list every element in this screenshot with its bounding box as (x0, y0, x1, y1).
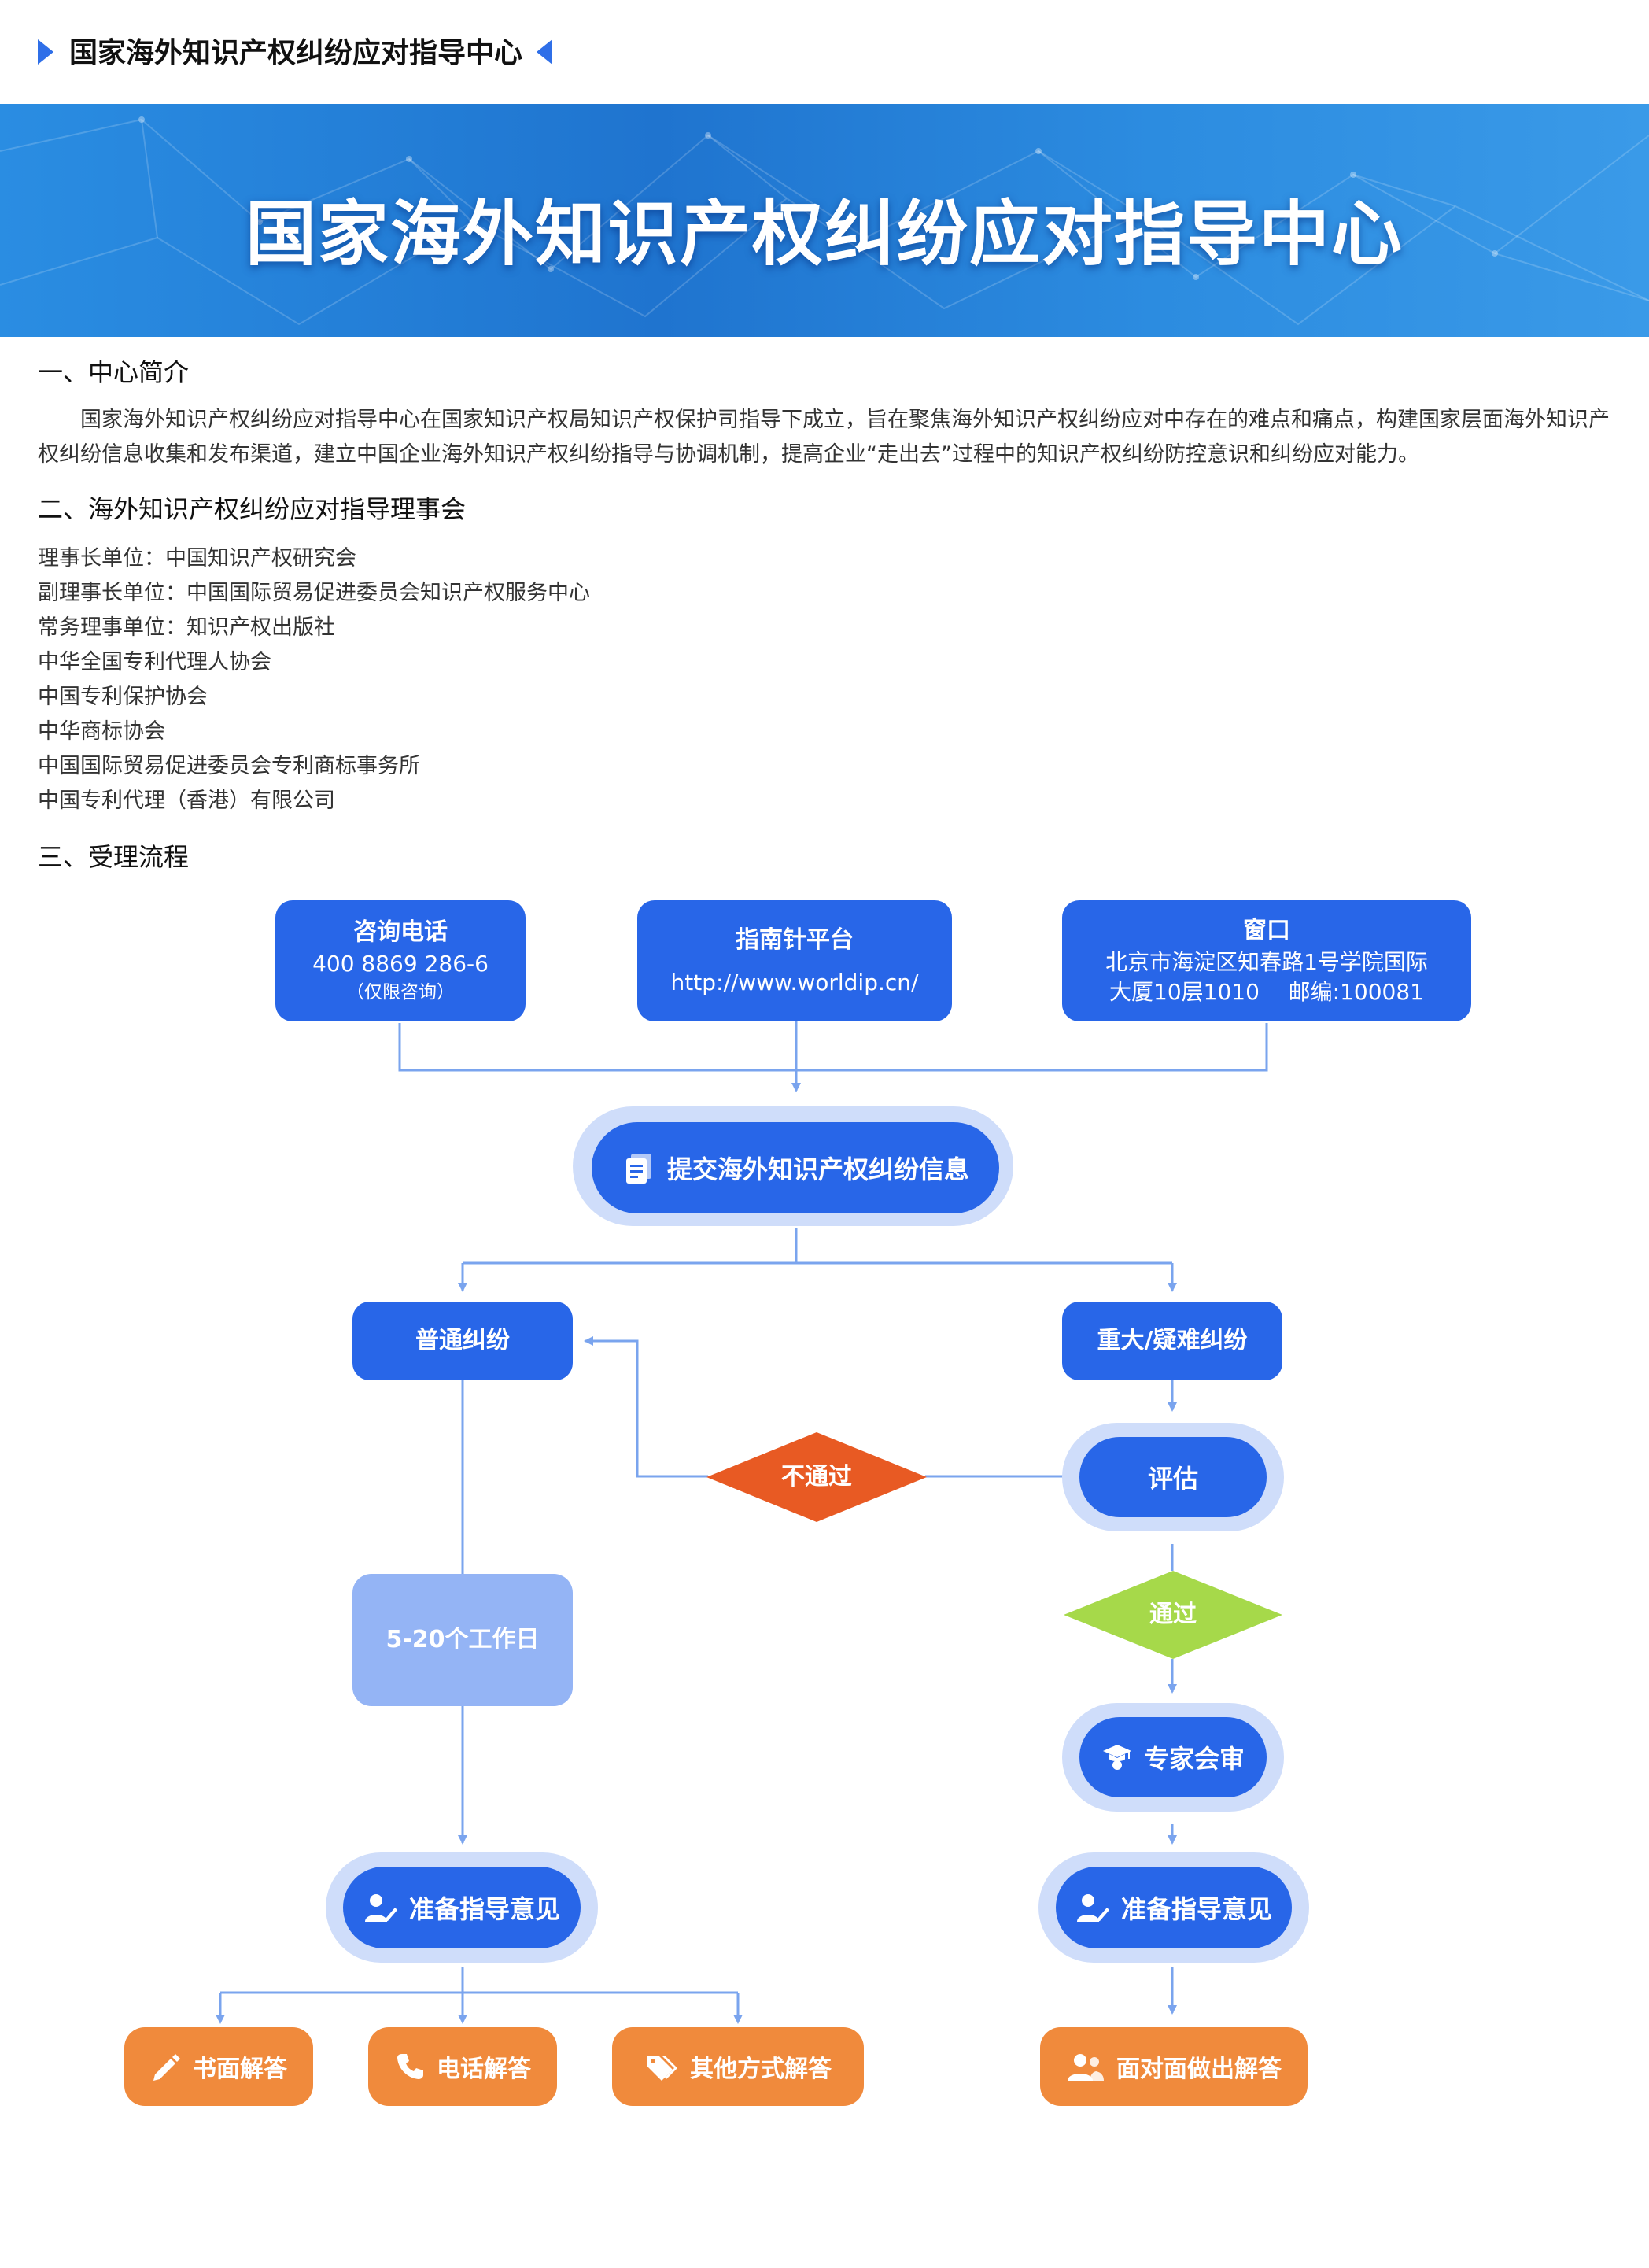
other-answer-label: 其他方式解答 (690, 2056, 832, 2083)
users-icon (1068, 2054, 1104, 2081)
banner-network-pattern (0, 116, 1649, 326)
list-item: 中华全国专利代理人协会 (38, 650, 271, 674)
phone-consult-box: 咨询电话 400 8869 286-6 （仅限咨询） (275, 900, 526, 1021)
reject-label: 不通过 (781, 1463, 852, 1490)
submit-dispute-info-button[interactable]: 提交海外知识产权纠纷信息 (592, 1122, 999, 1213)
expert-review-label: 专家会审 (1143, 1744, 1245, 1774)
top-title-bar: 国家海外知识产权纠纷应对指导中心 (0, 0, 1649, 102)
user-edit-icon (364, 1894, 397, 1922)
top-title: 国家海外知识产权纠纷应对指导中心 (69, 37, 523, 69)
workdays-label: 5-20个工作日 (386, 1626, 540, 1653)
user-edit-icon (1076, 1894, 1109, 1922)
pass-label: 通过 (1149, 1601, 1197, 1628)
major-dispute-label: 重大/疑难纠纷 (1097, 1327, 1248, 1354)
workdays-box: 5-20个工作日 (352, 1574, 573, 1706)
phone-note: （仅限咨询） (346, 982, 455, 1003)
prepare-opinion-left-node: 准备指导意见 (343, 1867, 581, 1948)
pass-label-box: 通过 (1064, 1571, 1282, 1659)
other-answer-box: 其他方式解答 (612, 2027, 864, 2106)
face-answer-label: 面对面做出解答 (1116, 2056, 1282, 2083)
phone-number[interactable]: 400 8869 286-6 (312, 951, 489, 977)
list-item: 理事长单位：中国知识产权研究会 (38, 546, 356, 571)
written-answer-label: 书面解答 (193, 2056, 287, 2083)
phone-answer-label: 电话解答 (437, 2056, 531, 2083)
section-intro-text: 国家海外知识产权纠纷应对指导中心在国家知识产权局知识产权保护司指导下成立，旨在聚… (38, 403, 1619, 472)
banner: 国家海外知识产权纠纷应对指导中心 (0, 104, 1649, 337)
section-council-heading: 二、海外知识产权纠纷应对指导理事会 (38, 494, 467, 524)
platform-url-link[interactable]: http://www.worldip.cn/ (670, 970, 919, 995)
pencil-icon (153, 2054, 180, 2081)
flow-connectors (216, 1020, 1268, 2024)
list-item: 常务理事单位：知识产权出版社 (38, 615, 335, 640)
platform-title: 指南针平台 (736, 926, 854, 954)
prepare-right-label: 准备指导意见 (1120, 1894, 1272, 1924)
council-list: 理事长单位：中国知识产权研究会 副理事长单位：中国国际贸易促进委员会知识产权服务… (38, 541, 590, 818)
triangle-left-icon (537, 39, 552, 65)
intro-paragraph: 国家海外知识产权纠纷应对指导中心在国家知识产权局知识产权保护司指导下成立，旨在聚… (38, 408, 1610, 467)
phone-icon (397, 2054, 423, 2079)
section-process-heading: 三、受理流程 (38, 842, 190, 872)
face-answer-box: 面对面做出解答 (1040, 2027, 1308, 2106)
window-address: 北京市海淀区知春路1号学院国际 (1105, 949, 1428, 975)
window-address-line2: 大厦10层1010 (1109, 979, 1260, 1005)
process-flowchart: 咨询电话 400 8869 286-6 （仅限咨询） 指南针平台 http://… (0, 881, 1649, 2141)
tags-icon (647, 2056, 677, 2081)
phone-answer-box: 电话解答 (368, 2027, 557, 2106)
document-icon (625, 1154, 651, 1184)
triangle-right-icon (38, 39, 53, 65)
prepare-left-label: 准备指导意见 (408, 1894, 560, 1924)
banner-title: 国家海外知识产权纠纷应对指导中心 (245, 193, 1404, 275)
pass-diamond (1064, 1571, 1282, 1659)
evaluate-node: 评估 (1079, 1437, 1267, 1517)
normal-dispute-box: 普通纠纷 (352, 1302, 573, 1380)
major-dispute-box: 重大/疑难纠纷 (1062, 1302, 1282, 1380)
written-answer-box: 书面解答 (124, 2027, 313, 2106)
window-postcode: 邮编:100081 (1288, 979, 1424, 1005)
submit-label: 提交海外知识产权纠纷信息 (666, 1154, 969, 1184)
evaluate-label: 评估 (1147, 1464, 1198, 1494)
window-box: 窗口 北京市海淀区知春路1号学院国际 大厦10层1010 邮编:100081 (1062, 900, 1471, 1021)
list-item: 中华商标协会 (38, 719, 165, 744)
graduate-icon (1102, 1745, 1131, 1770)
phone-title: 咨询电话 (353, 918, 448, 946)
normal-dispute-label: 普通纠纷 (415, 1327, 510, 1354)
section-intro-heading: 一、中心简介 (38, 357, 190, 387)
list-item: 中国国际贸易促进委员会专利商标事务所 (38, 754, 420, 778)
window-title: 窗口 (1243, 917, 1290, 944)
list-item: 中国专利代理（香港）有限公司 (38, 789, 335, 813)
list-item: 副理事长单位：中国国际贸易促进委员会知识产权服务中心 (38, 581, 590, 605)
prepare-opinion-right-node: 准备指导意见 (1056, 1867, 1292, 1948)
reject-diamond (706, 1432, 927, 1522)
list-item: 中国专利保护协会 (38, 685, 208, 709)
expert-review-node: 专家会审 (1079, 1717, 1267, 1797)
reject-label-box: 不通过 (706, 1432, 927, 1522)
window-address-line2-row: 大厦10层1010 邮编:100081 (1109, 977, 1424, 1007)
platform-box: 指南针平台 http://www.worldip.cn/ (637, 900, 952, 1021)
